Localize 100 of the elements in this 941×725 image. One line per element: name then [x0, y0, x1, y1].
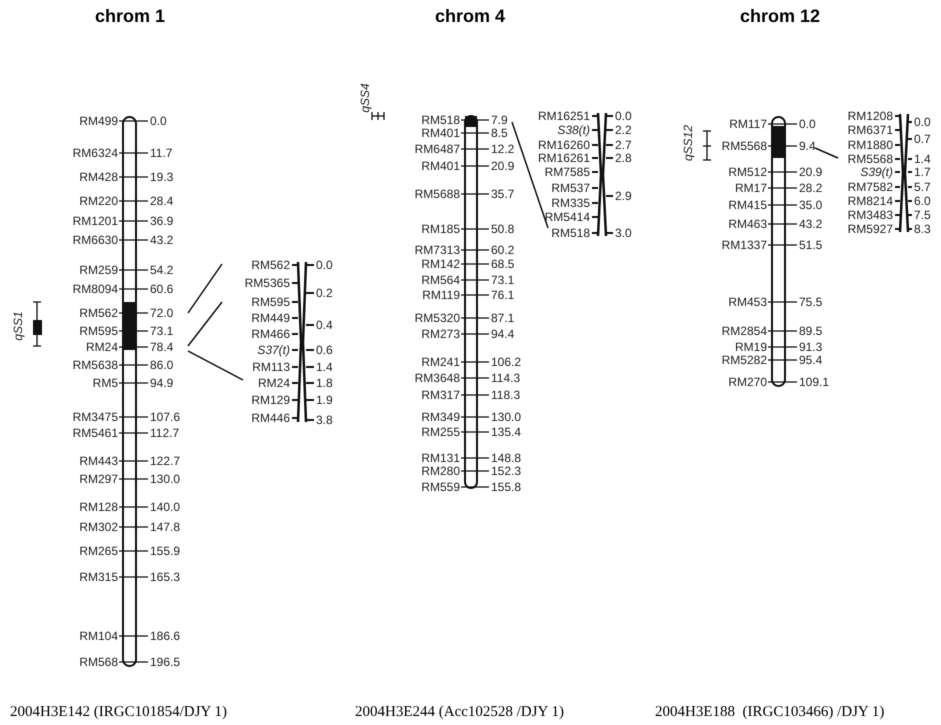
map-position: 1.7 [914, 165, 931, 179]
map-position: 2.8 [615, 151, 632, 165]
map-position: 50.8 [491, 222, 514, 236]
marker-name: RM595 [251, 295, 290, 309]
map-position: 73.1 [150, 324, 174, 338]
marker-name: RM241 [421, 355, 460, 369]
marker-name: RM1208 [848, 109, 893, 123]
marker-name: RM129 [251, 393, 290, 407]
marker-name: RM185 [421, 222, 460, 236]
marker-name: RM6487 [414, 142, 460, 156]
map-position: 122.7 [150, 454, 180, 468]
map-position: 2.9 [615, 189, 632, 203]
marker-name: RM302 [79, 520, 118, 534]
marker-name: RM5461 [72, 426, 118, 440]
marker-name: RM3475 [72, 410, 118, 424]
marker-name: RM595 [79, 324, 118, 338]
marker-name: RM537 [551, 181, 590, 195]
marker-name: RM466 [251, 327, 290, 341]
map-position: 94.4 [491, 327, 514, 341]
qtl-name: qSS4 [358, 83, 372, 113]
map-position: 7.9 [491, 113, 508, 127]
chromosome-title: chrom 12 [740, 5, 820, 27]
marker-name: RM559 [421, 480, 460, 494]
map-position: 94.9 [150, 376, 174, 390]
map-position: 60.6 [150, 282, 174, 296]
map-position: 7.5 [914, 208, 931, 222]
map-position: 0.2 [316, 286, 333, 300]
marker-name: RM265 [79, 544, 118, 558]
map-position: 140.0 [150, 500, 180, 514]
marker-name: RM104 [79, 629, 118, 643]
map-position: 20.9 [799, 165, 822, 179]
map-position: 0.7 [914, 132, 931, 146]
marker-name: RM335 [551, 196, 590, 210]
marker-name: RM7585 [544, 165, 590, 179]
map-position: 1.8 [316, 376, 333, 390]
marker-name: RM453 [728, 295, 767, 309]
marker-name: S37(t) [257, 343, 290, 357]
map-position: 0.4 [316, 318, 333, 332]
marker-name: RM2854 [722, 324, 767, 338]
marker-name: RM220 [79, 194, 118, 208]
map-position: 91.3 [799, 340, 822, 354]
marker-name: RM499 [79, 114, 118, 128]
map-position: 35.0 [799, 198, 822, 212]
marker-name: RM446 [251, 411, 290, 425]
marker-name: RM297 [79, 472, 118, 486]
map-position: 0.0 [914, 115, 931, 129]
map-position: 130.0 [491, 410, 522, 424]
marker-name: RM428 [79, 170, 118, 184]
marker-name: RM131 [421, 451, 460, 465]
map-position: 28.4 [150, 194, 174, 208]
map-position: 76.1 [491, 288, 514, 302]
map-position: 75.5 [799, 295, 822, 309]
map-position: 28.2 [799, 181, 822, 195]
marker-name: RM6630 [72, 233, 118, 247]
map-position: 78.4 [150, 340, 174, 354]
marker-name: RM315 [79, 570, 118, 584]
map-position: 8.3 [914, 222, 931, 236]
map-position: 5.7 [914, 180, 931, 194]
marker-name: RM449 [251, 311, 290, 325]
map-position: 51.5 [799, 238, 822, 252]
marker-name: RM401 [421, 159, 460, 173]
marker-name: RM255 [421, 425, 460, 439]
marker-name: RM6324 [72, 146, 118, 160]
map-position: 87.1 [491, 311, 514, 325]
marker-name: RM512 [728, 165, 767, 179]
map-position: 19.3 [150, 170, 174, 184]
marker-name: RM117 [729, 117, 767, 131]
marker-name: RM270 [728, 375, 767, 389]
map-position: 68.5 [491, 257, 514, 271]
map-position: 6.0 [914, 194, 931, 208]
map-position: 135.4 [491, 425, 522, 439]
marker-name: RM401 [421, 126, 460, 140]
marker-name: RM5927 [848, 222, 893, 236]
marker-name: RM568 [79, 655, 118, 669]
marker-name: RM16261 [538, 151, 590, 165]
map-position: 152.3 [491, 464, 522, 478]
marker-name: RM24 [86, 340, 118, 354]
marker-name: RM564 [421, 273, 460, 287]
map-position: 20.9 [491, 159, 514, 173]
map-position: 165.3 [150, 570, 180, 584]
marker-name: RM1880 [848, 138, 893, 152]
map-position: 3.8 [316, 413, 333, 427]
map-position: 148.8 [491, 451, 522, 465]
chromosome-title: chrom 4 [434, 5, 506, 27]
marker-name: S38(t) [557, 123, 590, 137]
chromosome-title: chrom 1 [94, 5, 166, 27]
population-caption: 2004H3E188 (IRGC103466) /DJY 1) [655, 703, 884, 721]
map-position: 114.3 [491, 371, 520, 385]
marker-name: RM5568 [722, 139, 767, 153]
marker-name: RM19 [734, 340, 767, 354]
marker-name: RM5414 [544, 210, 590, 224]
marker-name: RM5688 [414, 187, 460, 201]
map-position: 106.2 [491, 355, 522, 369]
map-position: 196.5 [150, 655, 180, 669]
marker-name: RM16251 [538, 109, 590, 123]
map-position: 1.4 [914, 152, 931, 166]
marker-name: RM16260 [538, 138, 590, 152]
map-position: 112.7 [150, 426, 180, 440]
map-position: 0.0 [316, 258, 333, 272]
marker-name: RM5 [92, 376, 118, 390]
